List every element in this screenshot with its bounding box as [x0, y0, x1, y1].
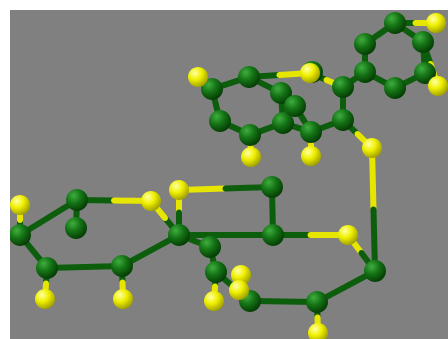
green-atom[interactable]: [354, 33, 376, 55]
green-atom[interactable]: [354, 61, 376, 83]
yellow-atom[interactable]: [428, 76, 448, 96]
yellow-atom[interactable]: [362, 138, 382, 158]
molecule-canvas[interactable]: [10, 10, 448, 339]
green-atom[interactable]: [414, 62, 436, 84]
green-atom[interactable]: [270, 82, 292, 104]
yellow-atom[interactable]: [169, 180, 189, 200]
yellow-atom[interactable]: [241, 147, 261, 167]
yellow-atom[interactable]: [35, 289, 55, 309]
green-atom[interactable]: [66, 189, 88, 211]
green-atom[interactable]: [262, 224, 284, 246]
green-atom[interactable]: [306, 291, 328, 313]
yellow-atom[interactable]: [426, 13, 446, 33]
yellow-atom[interactable]: [308, 323, 328, 339]
molecule-viewer[interactable]: [10, 10, 448, 339]
yellow-atom[interactable]: [338, 225, 358, 245]
green-atom[interactable]: [332, 76, 354, 98]
green-atom[interactable]: [384, 12, 406, 34]
atoms-layer: [10, 12, 448, 339]
green-atom[interactable]: [384, 77, 406, 99]
green-atom[interactable]: [168, 224, 190, 246]
yellow-atom[interactable]: [300, 63, 320, 83]
green-atom[interactable]: [300, 121, 322, 143]
green-atom[interactable]: [65, 217, 87, 239]
yellow-atom[interactable]: [301, 146, 321, 166]
viewer-background: [10, 10, 448, 339]
green-atom[interactable]: [332, 109, 354, 131]
green-atom[interactable]: [201, 78, 223, 100]
bond-segment: [369, 145, 377, 213]
yellow-atom[interactable]: [141, 191, 161, 211]
green-atom[interactable]: [36, 257, 58, 279]
green-atom[interactable]: [10, 224, 31, 246]
green-atom[interactable]: [199, 236, 221, 258]
yellow-atom[interactable]: [231, 265, 251, 285]
yellow-atom[interactable]: [204, 291, 224, 311]
yellow-atom[interactable]: [229, 280, 249, 300]
green-atom[interactable]: [238, 66, 260, 88]
green-atom[interactable]: [364, 260, 386, 282]
green-atom[interactable]: [412, 31, 434, 53]
green-atom[interactable]: [111, 255, 133, 277]
green-atom[interactable]: [205, 261, 227, 283]
green-atom[interactable]: [272, 112, 294, 134]
green-atom[interactable]: [261, 176, 283, 198]
green-atom[interactable]: [209, 110, 231, 132]
yellow-atom[interactable]: [188, 67, 208, 87]
green-atom[interactable]: [239, 124, 261, 146]
green-atom[interactable]: [284, 95, 306, 117]
yellow-atom[interactable]: [113, 289, 133, 309]
yellow-atom[interactable]: [10, 195, 30, 215]
